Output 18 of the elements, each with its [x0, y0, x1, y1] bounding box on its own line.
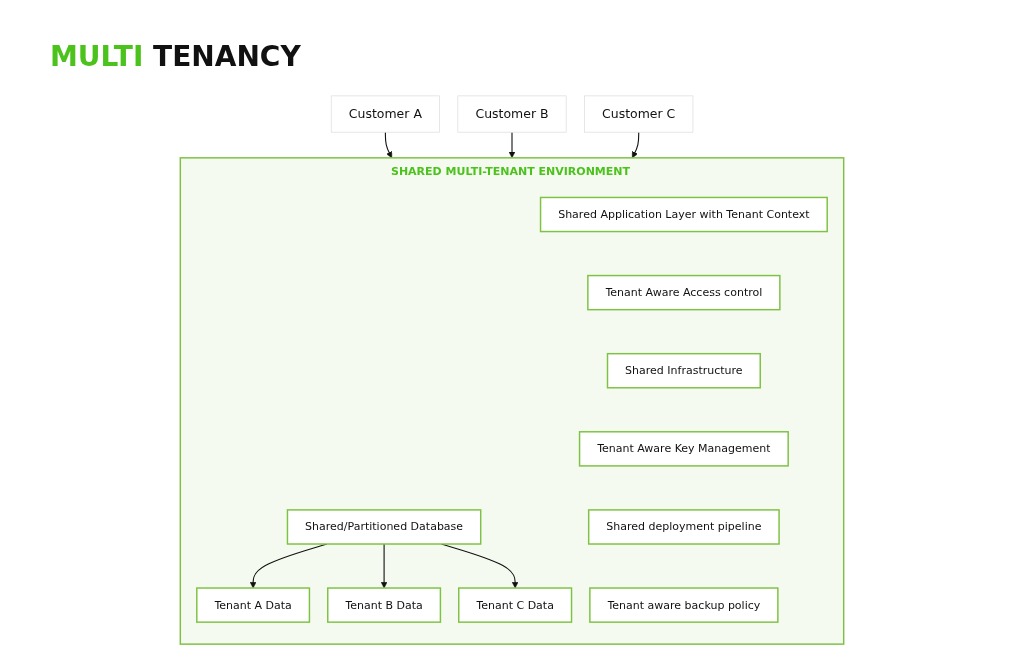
arrow	[380, 543, 388, 589]
node-box: Tenant C Data	[458, 587, 573, 623]
node-box: Tenant aware backup policy	[589, 587, 779, 623]
node-box: Tenant Aware Access control	[587, 274, 781, 311]
diagram-title: MULTI TENANCY	[50, 40, 301, 73]
arrow	[384, 131, 393, 159]
node-box: Tenant B Data	[327, 587, 442, 623]
arrow	[508, 131, 516, 159]
node-box: Shared deployment pipeline	[587, 509, 780, 545]
node-box: Tenant A Data	[196, 587, 311, 623]
node-box: Tenant Aware Key Management	[578, 431, 789, 467]
node-box: Shared/Partitioned Database	[286, 509, 482, 545]
node-box: Customer A	[330, 95, 440, 133]
arrow	[632, 131, 640, 159]
node-box: Shared Application Layer with Tenant Context	[539, 196, 828, 233]
node-box: Customer C	[584, 95, 694, 133]
node-box: Customer B	[457, 95, 567, 133]
node-box: Shared Infrastructure	[606, 352, 761, 389]
